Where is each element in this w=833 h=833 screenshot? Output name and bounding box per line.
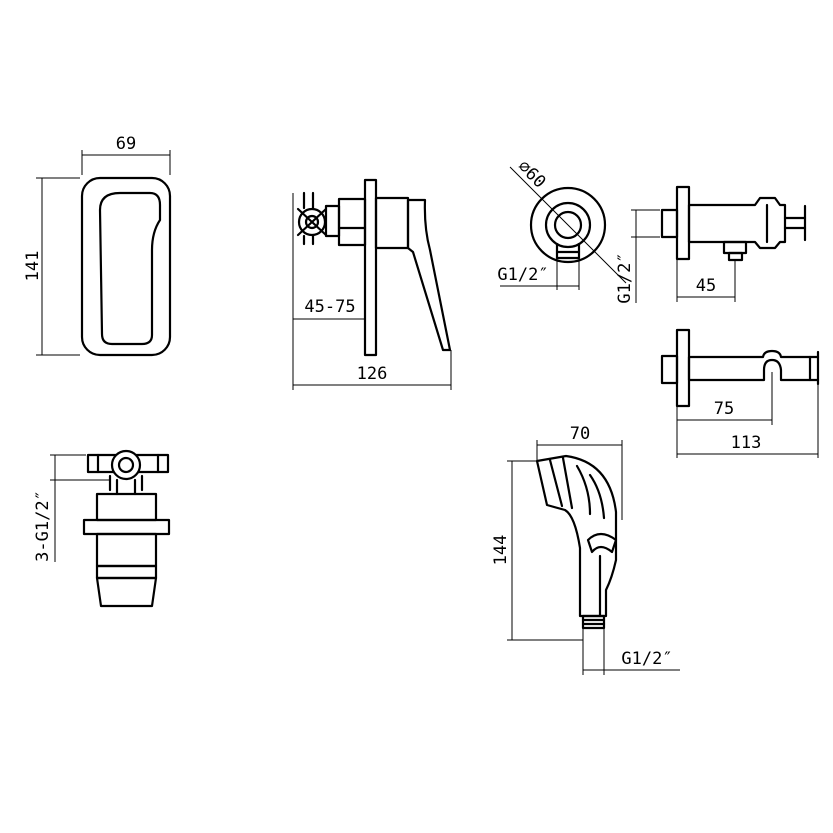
dim-plate-width: 69 xyxy=(116,134,136,154)
dim-depth-range: 45-75 xyxy=(304,297,355,317)
outlet-flange xyxy=(529,186,607,264)
dim-spray-thread: G1/2″ xyxy=(621,649,672,669)
dim-elbow-length: 45 xyxy=(696,276,716,296)
mixer-side-view: 45-75 126 xyxy=(292,178,452,390)
wall-plate xyxy=(363,178,378,357)
dim-holder-length: 113 xyxy=(731,433,762,453)
dim-spray-width: 70 xyxy=(570,424,590,444)
dim-spray-height: 144 xyxy=(491,535,511,566)
spray-head xyxy=(535,454,618,618)
cartridge-cap xyxy=(95,576,158,608)
holder-side-view: 75 113 xyxy=(660,328,820,458)
dim-outlet-diameter: ⌀60 xyxy=(514,157,550,193)
dim-elbow-thread: G1/2″ xyxy=(615,252,635,303)
spray-thread xyxy=(581,614,606,630)
lever-handle xyxy=(98,191,162,346)
cover-plate xyxy=(80,176,172,357)
lever xyxy=(406,198,452,352)
top-body xyxy=(95,492,158,522)
dim-total-depth: 126 xyxy=(357,364,388,384)
mixer-front-view: 69 141 xyxy=(23,134,172,357)
hand-spray-view: 70 144 G1/2″ xyxy=(491,424,680,675)
dim-plate-height: 141 xyxy=(23,251,43,282)
valve-body xyxy=(337,197,367,247)
mixer-top-view: 3-G1/2″ xyxy=(33,449,171,608)
dim-outlet-thread: G1/2″ xyxy=(497,265,548,285)
outlet-front-view: ⌀60 G1/2″ xyxy=(497,157,627,290)
outlet-side-view: G1/2″ 45 xyxy=(615,185,807,304)
handle-base xyxy=(374,196,410,250)
dim-body-thread: 3-G1/2″ xyxy=(33,490,53,562)
holder-plate xyxy=(675,328,691,408)
outlet-plate xyxy=(675,185,691,261)
dim-holder-hook: 75 xyxy=(714,399,734,419)
